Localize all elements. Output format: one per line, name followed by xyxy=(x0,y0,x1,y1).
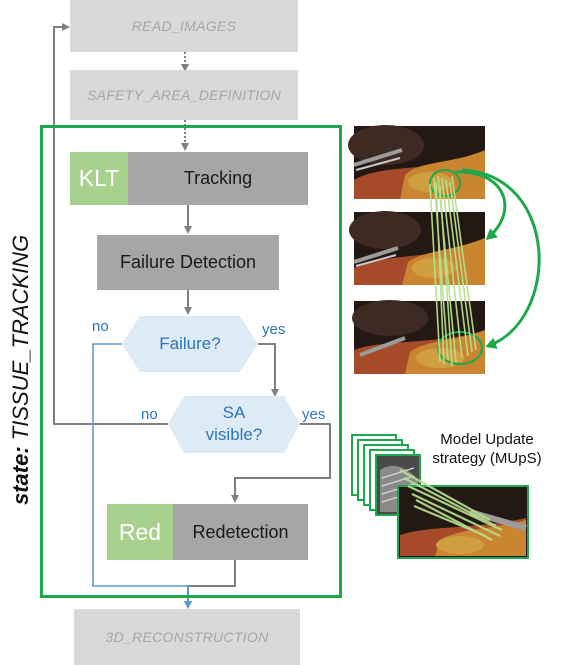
sa-yes-label: yes xyxy=(302,406,326,423)
tissue-tracking-state-label: state: TISSUE_TRACKING xyxy=(8,235,34,505)
tracking-block: Tracking xyxy=(128,152,308,205)
failure-yes-label: yes xyxy=(262,321,286,338)
state-read-images: READ_IMAGES xyxy=(70,0,298,52)
surgical-frame-3 xyxy=(352,300,485,374)
feature-match-lines xyxy=(429,175,477,367)
redetection-block: Redetection xyxy=(173,504,308,560)
red-tag-label: Red xyxy=(118,518,162,545)
decision-sa-visible-shape xyxy=(168,396,300,453)
sa-no-label: no xyxy=(141,406,158,423)
curved-arrow-frame1-to-frame2 xyxy=(454,170,507,240)
decision-failure-shape xyxy=(122,316,258,372)
tracking-block-label: Tracking xyxy=(183,168,253,188)
edge-failure-yes xyxy=(258,343,279,397)
state-read-images-label: READ_IMAGES xyxy=(131,18,237,34)
decision-sa-visible-label: SA visible? xyxy=(184,402,284,446)
state-prefix: state: xyxy=(8,446,33,505)
state-safety-area-definition-label: SAFETY_AREA_DEFINITION xyxy=(86,87,282,103)
edge-sa-yes xyxy=(231,423,331,503)
mups-caption-line1: Model Update xyxy=(440,431,534,448)
state-name: TISSUE_TRACKING xyxy=(8,234,33,441)
mups-target-frame xyxy=(397,485,529,559)
failure-detection-block: Failure Detection xyxy=(97,235,279,290)
klt-tag: KLT xyxy=(70,152,128,205)
red-tag: Red xyxy=(107,504,173,560)
state-safety-area-definition: SAFETY_AREA_DEFINITION xyxy=(70,70,298,120)
failure-no-label: no xyxy=(92,318,109,335)
mups-caption-line2: strategy (MUpS) xyxy=(432,450,542,467)
redetection-label: Redetection xyxy=(192,521,289,542)
mups-caption: Model Update strategy (MUpS) xyxy=(424,430,550,468)
decision-failure-label: Failure? xyxy=(159,334,221,353)
surgical-frame-1 xyxy=(348,125,485,199)
decision-sa-line2: visible? xyxy=(205,425,263,444)
klt-tag-label: KLT xyxy=(78,165,120,191)
decision-sa-line1: SA xyxy=(222,403,246,422)
state-3d-reconstruction: 3D_RECONSTRUCTION xyxy=(74,609,300,665)
mups-match-lines xyxy=(399,469,503,541)
failure-detection-label: Failure Detection xyxy=(119,252,257,272)
curved-arrow-frame1-to-frame3 xyxy=(461,168,541,349)
surgical-frame-2 xyxy=(349,211,485,285)
edge-failure-no xyxy=(92,343,192,609)
edge-sa-no-loop xyxy=(53,23,168,425)
tissue-tracking-state-frame xyxy=(40,125,342,598)
state-3d-reconstruction-label: 3D_RECONSTRUCTION xyxy=(105,629,269,645)
